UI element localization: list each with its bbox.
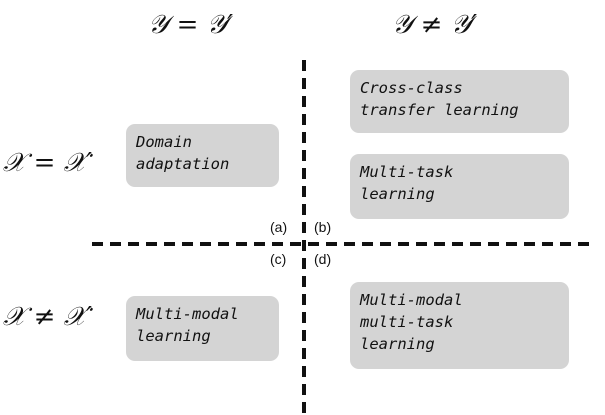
cross-class-line-1: Cross-class <box>360 79 463 97</box>
multi-modal-line-1: Multi-modal <box>136 305 239 323</box>
domain-adaptation-line-1: Domain <box>136 133 192 151</box>
row-header-same-input-space: 𝒳 = 𝒳′ <box>3 148 92 178</box>
multi-task-line-2: learning <box>360 185 435 203</box>
domain-adaptation-box: Domain adaptation <box>126 124 279 187</box>
column-header-same-label-space: 𝒴 = 𝒴′ <box>148 10 233 40</box>
horizontal-divider <box>92 242 592 246</box>
quadrant-label-d: (d) <box>314 251 332 267</box>
multi-modal-learning-box: Multi-modal learning <box>126 296 279 361</box>
multi-modal-multi-task-line-3: learning <box>360 335 435 353</box>
domain-adaptation-line-2: adaptation <box>136 155 230 173</box>
column-header-different-label-space: 𝒴 ≠ 𝒴′ <box>392 10 477 40</box>
cross-class-line-2: transfer learning <box>360 101 519 119</box>
multi-modal-multi-task-line-1: Multi-modal <box>360 291 463 309</box>
multi-modal-multi-task-learning-box: Multi-modal multi-task learning <box>350 282 569 369</box>
cross-class-transfer-learning-box: Cross-class transfer learning <box>350 70 569 133</box>
quadrant-label-a: (a) <box>270 219 288 235</box>
vertical-divider <box>302 60 306 415</box>
multi-modal-line-2: learning <box>136 327 211 345</box>
row-header-different-input-space: 𝒳 ≠ 𝒳′ <box>3 302 92 332</box>
quadrant-label-c: (c) <box>270 251 287 267</box>
multi-task-line-1: Multi-task <box>360 163 454 181</box>
quadrant-label-b: (b) <box>314 219 332 235</box>
multi-modal-multi-task-line-2: multi-task <box>360 313 454 331</box>
multi-task-learning-box: Multi-task learning <box>350 154 569 219</box>
